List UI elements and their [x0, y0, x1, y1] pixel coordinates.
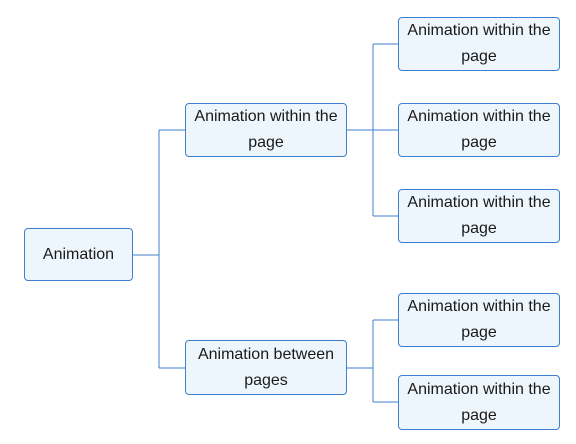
- branch-node-label: Animation within the page: [194, 108, 338, 151]
- leaf-node-label: Animation within the page: [407, 380, 551, 424]
- connector-root-trunk: [133, 129, 185, 369]
- connector-branch-1: [347, 43, 398, 217]
- leaf-node-label: Animation within the page: [407, 194, 551, 237]
- branch-node-between-pages[interactable]: Animation between pages: [185, 340, 347, 395]
- root-node[interactable]: Animation: [24, 228, 133, 281]
- root-node-label: Animation: [42, 245, 115, 263]
- leaf-node-label: Animation within the page: [407, 298, 551, 341]
- leaf-node[interactable]: Animation within the page: [398, 189, 560, 243]
- leaf-node[interactable]: Animation within the page: [398, 17, 560, 71]
- branch-node-within-page[interactable]: Animation within the page: [185, 103, 347, 157]
- connector-branch-2: [347, 319, 398, 403]
- leaf-node-label: Animation within the page: [407, 108, 551, 151]
- leaf-node[interactable]: Animation within the page: [398, 293, 560, 347]
- leaf-node[interactable]: Animation within the page: [398, 103, 560, 157]
- branch-node-label: Animation between pages: [197, 345, 335, 389]
- leaf-node[interactable]: Animation within the page: [398, 375, 560, 430]
- leaf-node-label: Animation within the page: [407, 22, 551, 65]
